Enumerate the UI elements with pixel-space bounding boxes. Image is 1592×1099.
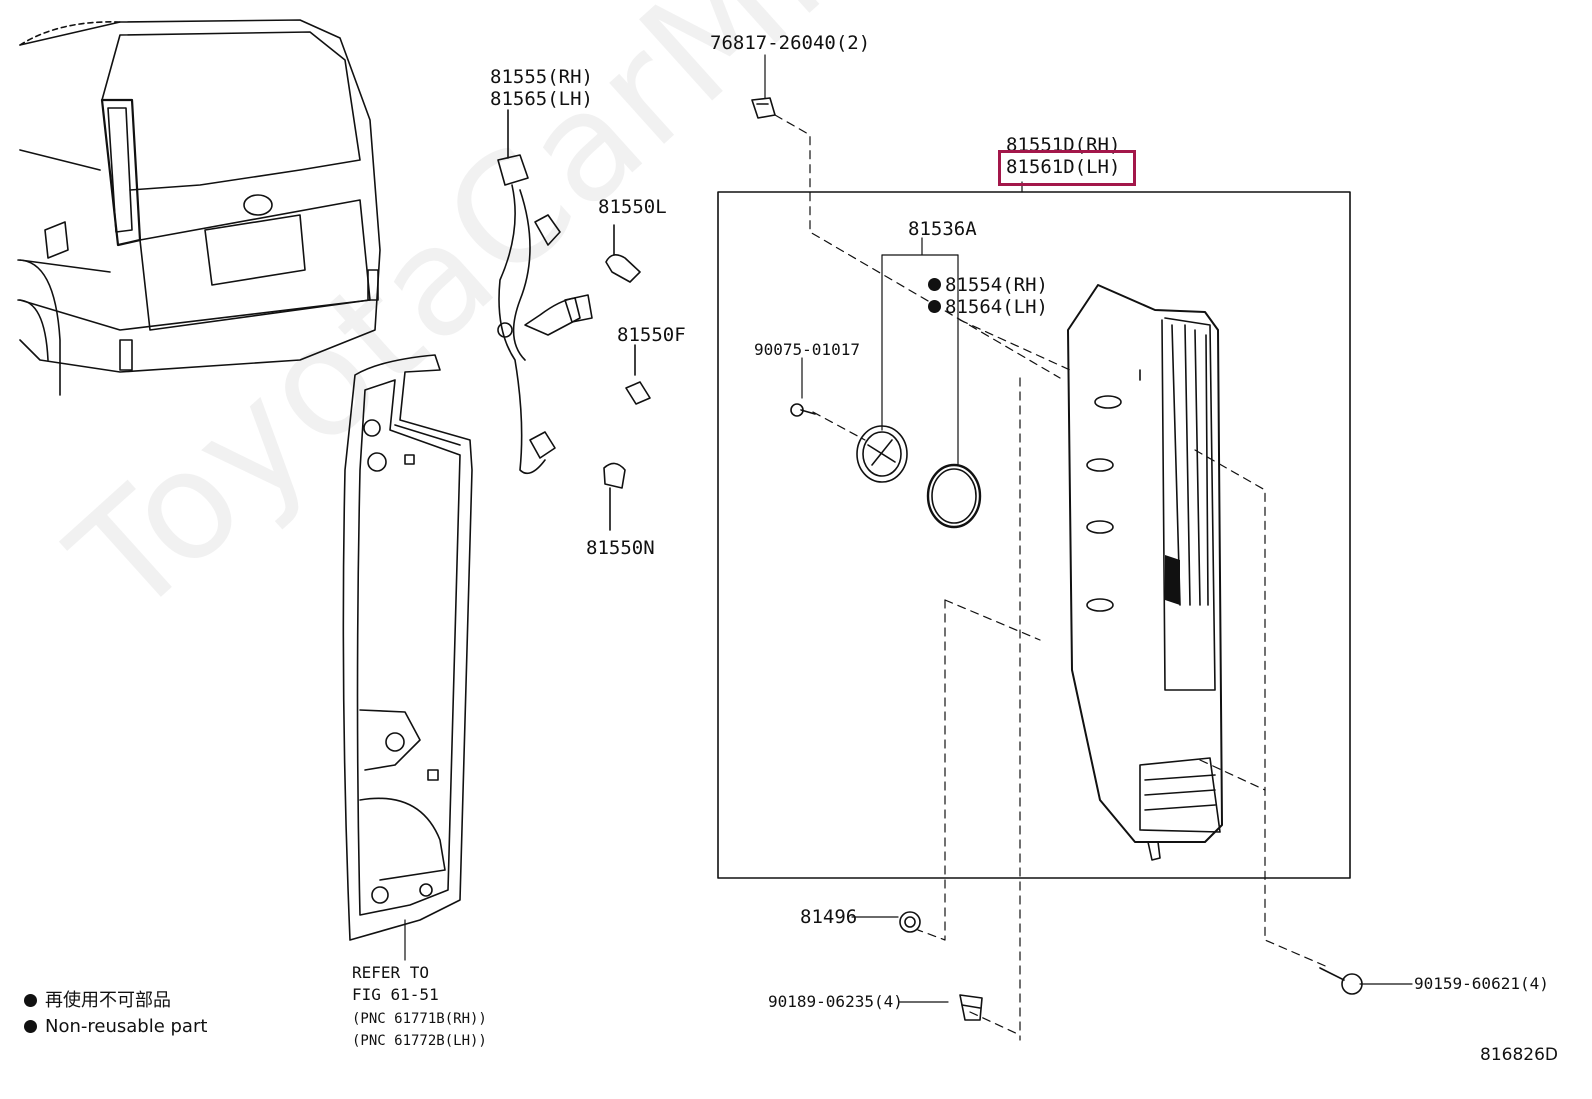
non-reusable-dot-icon [24,994,37,1007]
label-76817: 76817-26040(2) [710,32,871,54]
non-reusable-dot-icon [928,300,941,313]
label-socket-rh: 81555(RH) [490,66,593,88]
highlight-box [998,150,1136,186]
rear-combination-lamp [1067,284,1223,861]
legend-row-japanese: 再使用不可部品 [24,988,207,1014]
label-bulb-l: 81550L [598,196,667,218]
dashed-lines [774,114,1331,1041]
label-screw-90189: 90189-06235(4) [768,992,903,1011]
label-gasket-rh: 81554(RH) [928,274,1048,296]
label-bulb-f: 81550F [617,324,686,346]
reference-line-1: REFER TO [352,963,430,982]
screw-90075 [790,403,816,417]
socket-wire-harness [497,109,593,475]
vehicle-rear-illustration [17,19,381,396]
screw-90159 [1319,967,1363,995]
reflector-81536a [856,425,908,483]
label-screw-90075: 90075-01017 [754,340,860,359]
label-lamp-lh[interactable]: 81561D(LH) [1006,156,1121,178]
pillar-panel-illustration [342,354,473,961]
reference-line-3: (PNC 61771B(RH)) [352,1011,487,1027]
label-socket-lh: 81565(LH) [490,88,593,110]
assembly-box [717,191,1351,879]
label-clip-81496: 81496 [800,906,858,928]
non-reusable-dot-icon [24,1020,37,1033]
clip-81496 [899,911,921,933]
gasket-ring [926,463,982,529]
label-bulb-n: 81550N [586,537,655,559]
clip-76817 [751,97,776,119]
label-screw-90159: 90159-60621(4) [1414,974,1549,993]
diagram-id: 816826D [1480,1045,1558,1065]
reference-line-2: FIG 61-51 [352,985,439,1004]
label-reflector: 81536A [908,218,977,240]
leader-lines [764,54,1413,1003]
legend-row-english: Non-reusable part [24,1014,207,1040]
legend: 再使用不可部品 Non-reusable part [24,988,207,1040]
reference-line-4: (PNC 61772B(LH)) [352,1033,487,1049]
screw-90189 [959,994,983,1021]
label-gasket-lh: 81564(LH) [928,296,1048,318]
bulbs [603,224,651,531]
non-reusable-dot-icon [928,278,941,291]
